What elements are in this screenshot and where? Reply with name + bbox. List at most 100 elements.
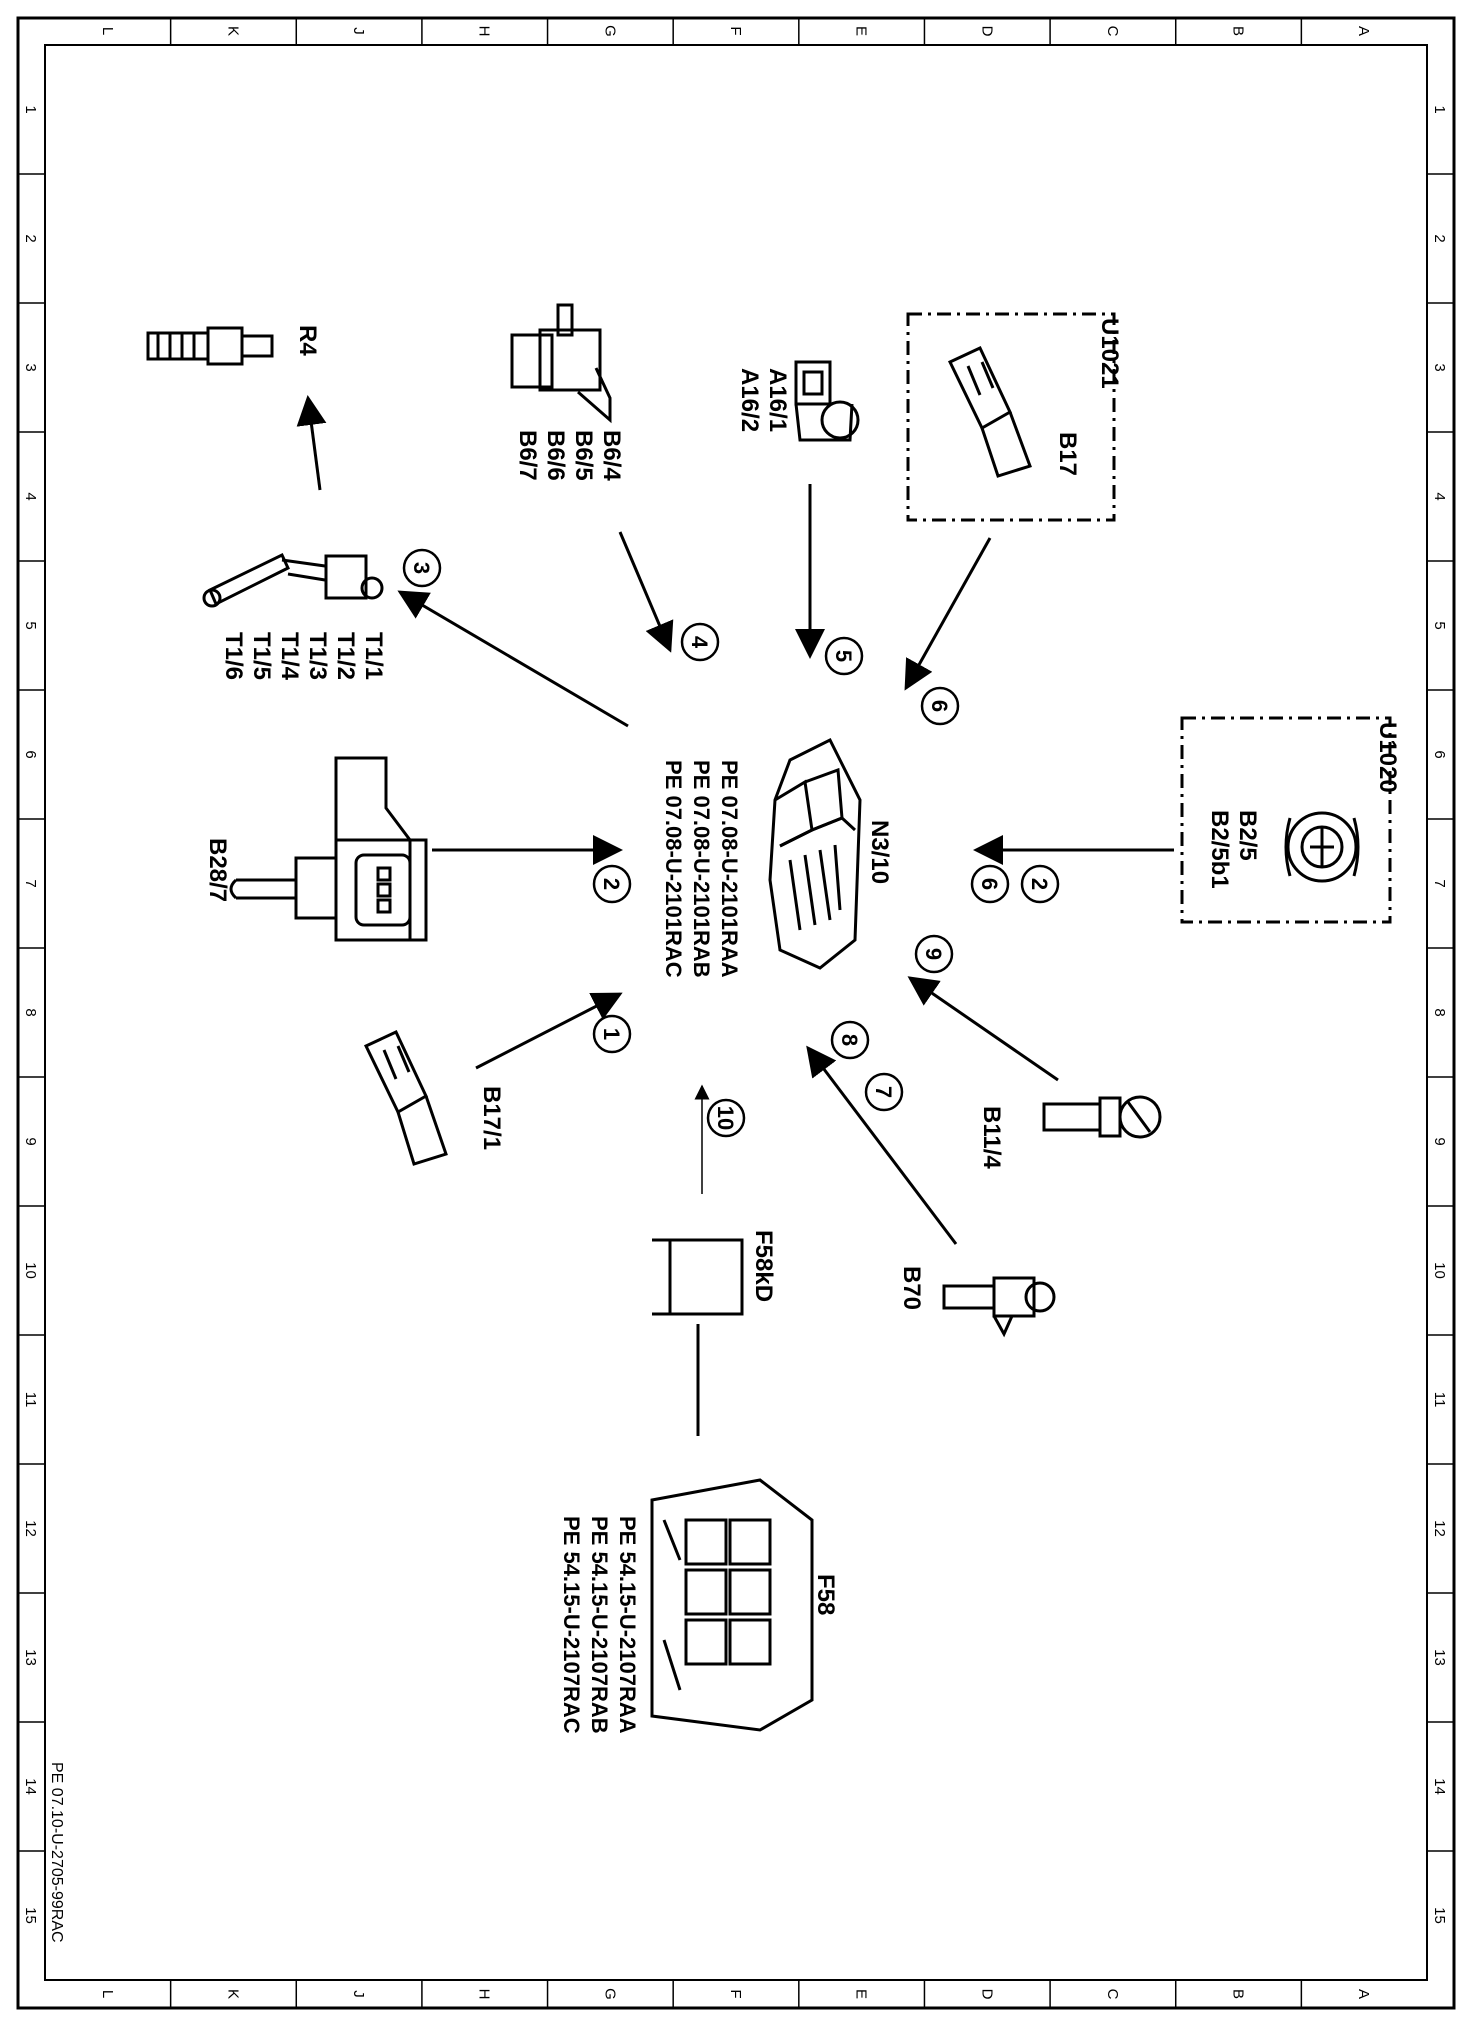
grid-row-left-9: 9 [22,1137,39,1145]
grid-row-left-5: 5 [22,621,39,629]
grid-col-bottom-A: A [1355,1989,1372,1999]
grid-row-left-12: 12 [22,1520,39,1537]
callout-9: 9 [914,934,954,974]
grid-row-right-3: 3 [1431,363,1448,371]
grid-row-left-8: 8 [22,1008,39,1016]
grid-col-bottom-E: E [853,1989,870,1999]
footer-code: PE 07.10-U-2705-99RAC [48,1762,65,1943]
grid-row-left-3: 3 [22,363,39,371]
b6-6-label: B6/6 [542,430,569,481]
callout-8: 8 [830,1020,870,1060]
svg-text:3: 3 [409,562,434,574]
a16-2-label: A16/2 [736,368,763,432]
grid-col-bottom-J: J [350,1990,367,1998]
grid-col-bottom-C: C [1104,1989,1121,2000]
grid-row-left-13: 13 [22,1649,39,1666]
outer-frame [16,16,1456,2010]
n3-10-ref-3: PE 07.08-U-2101RAC [661,760,686,978]
b70-label: B70 [898,1266,925,1310]
a16-1-label: A16/1 [764,368,791,432]
u1021-box [906,312,1116,522]
inner-frame [44,44,1428,1981]
f58-references: PE 54.15-U-2107RAA PE 54.15-U-2107RAB PE… [559,1516,640,1734]
grid-row-left-1: 1 [22,105,39,113]
b28-7-label: B28/7 [204,838,231,902]
callout-5: 5 [824,636,864,676]
svg-text:9: 9 [921,948,946,960]
crankshaft-sensor-icon [942,1276,1056,1338]
grid-col-top-G: G [601,25,618,37]
t1-6-label: T1/6 [220,632,247,680]
grid-col-bottom-K: K [224,1989,241,1999]
camshaft-sensor-icon [510,303,612,424]
t1-4-label: T1/4 [276,632,303,681]
arrow-b17 [904,537,992,691]
f58kd-label: F58kD [750,1230,777,1302]
knock-sensor-icon [794,360,860,442]
connection-arrows [296,395,1174,1436]
arrow-r4 [296,395,327,491]
grid-row-right-4: 4 [1431,492,1448,500]
grid-row-right-11: 11 [1431,1392,1448,1408]
grid-row-right-1: 1 [1431,105,1448,113]
b6-5-label: B6/5 [570,430,597,481]
n3-10-control-unit [768,737,862,970]
u1020-box [1180,716,1392,924]
grid-row-right-15: 15 [1431,1907,1448,1924]
temperature-sensor-b17-1-icon [363,1030,448,1166]
callout-7: 7 [864,1072,904,1112]
b2-5b1-label: B2/5b1 [1206,810,1233,889]
grid-col-top-F: F [727,26,744,35]
grid-row-right-7: 7 [1431,879,1448,887]
svg-text:10: 10 [713,1106,738,1130]
arrow-b11 [907,976,1059,1082]
svg-text:2: 2 [1027,878,1052,890]
fuse-box-icon [650,1478,814,1732]
svg-text:1: 1 [599,1028,624,1040]
arrow-b70 [806,1045,958,1245]
grid-row-right-13: 13 [1431,1649,1448,1666]
callout-2-right: 2 [1020,864,1060,904]
svg-text:5: 5 [831,650,856,662]
grid-col-top-C: C [1104,26,1121,37]
grid-col-top-B: B [1230,26,1247,36]
grid-row-left-2: 2 [22,234,39,242]
t1-5-label: T1/5 [248,632,275,680]
grid-col-top-E: E [853,26,870,36]
r4-label: R4 [294,325,321,356]
t1-2-label: T1/2 [332,632,359,680]
grid-row-right-8: 8 [1431,1008,1448,1016]
callout-10: 10 [706,1098,746,1138]
grid-col-bottom-H: H [476,1989,493,2000]
callouts: 1 2 3 4 5 6 6 2 9 8 7 10 [402,548,1060,1138]
grid-ticks [18,18,1454,2008]
grid-row-right-5: 5 [1431,621,1448,629]
b17-1-label: B17/1 [478,1086,505,1150]
ignition-coil-icon [202,552,384,608]
callout-3: 3 [402,548,442,588]
f58-label: F58 [812,1574,839,1615]
spark-plug-icon [146,326,274,366]
grid-col-top-H: H [476,26,493,37]
b6-4-label: B6/4 [598,430,625,481]
grid-row-right-12: 12 [1431,1520,1448,1537]
callout-6-top: 6 [920,686,960,726]
grid-row-right-10: 10 [1431,1262,1448,1279]
t1-1-label: T1/1 [360,632,387,680]
grid-col-bottom-F: F [727,1989,744,1998]
svg-text:8: 8 [837,1034,862,1046]
callout-4: 4 [680,622,720,662]
svg-text:6: 6 [927,700,952,712]
air-mass-sensor-icon [1284,811,1360,883]
grid-row-right-6: 6 [1431,750,1448,758]
grid-col-top-K: K [224,26,241,36]
f58-ref-2: PE 54.15-U-2107RAB [587,1516,612,1734]
u1020-label: U1020 [1374,722,1401,793]
svg-text:4: 4 [687,636,712,649]
coolant-sensor-icon [1042,1095,1162,1139]
relay-icon [652,1238,744,1316]
b17-label: B17 [1054,432,1081,476]
callout-1: 1 [592,1014,632,1054]
